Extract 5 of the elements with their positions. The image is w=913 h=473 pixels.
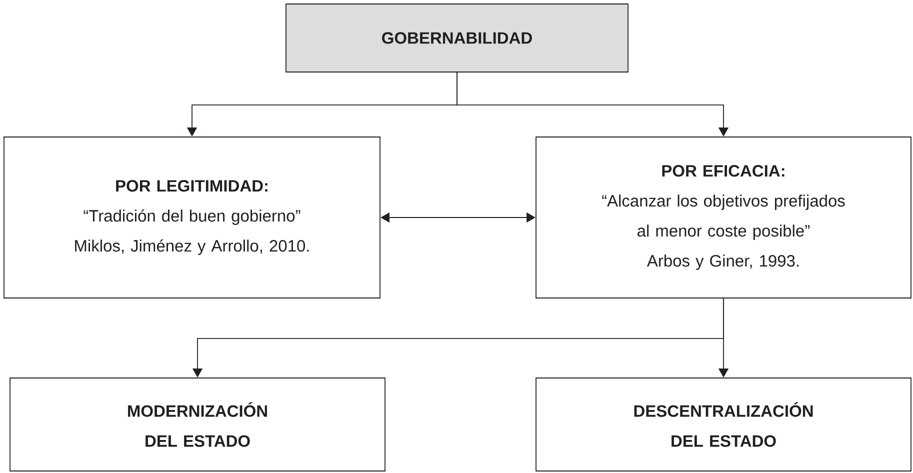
result-box: MODERNIZACIÓN DEL ESTADO: [10, 378, 386, 472]
concept-box: POR EFICACIA: “Alcanzar los objetivos prefijados al menor coste posible” Arbos y Giner, 1993.: [536, 136, 912, 298]
title-box: GOBERNABILIDAD: [286, 4, 628, 72]
result-box: DESCENTRALIZACIÓN DEL ESTADO: [536, 378, 912, 472]
concept-box: POR LEGITIMIDAD: “Tradición del buen gobierno” Miklos, Jiménez y Arrollo, 2010.: [4, 136, 380, 298]
